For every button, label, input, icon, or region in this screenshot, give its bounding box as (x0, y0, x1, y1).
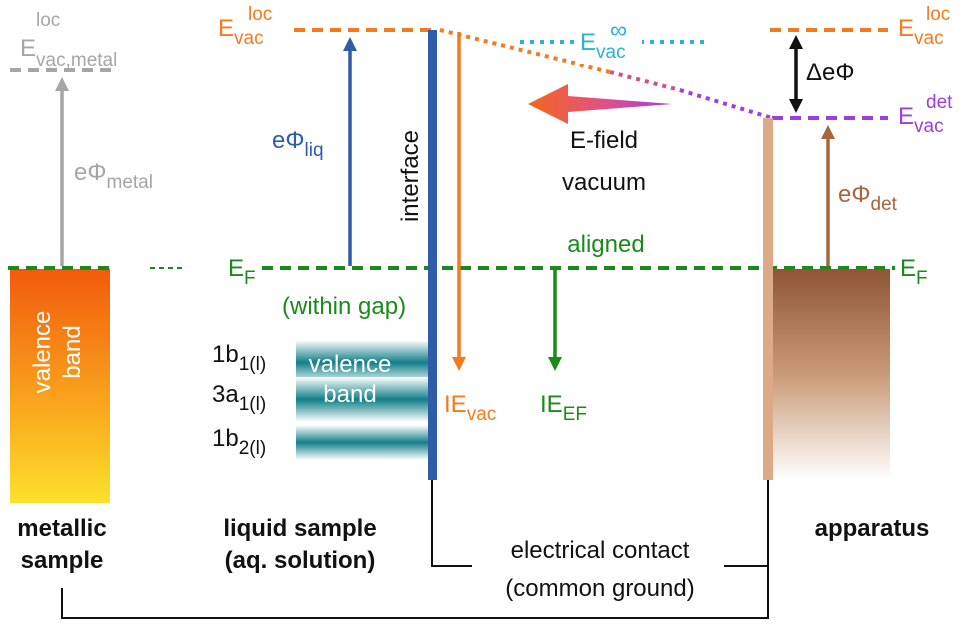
delta-phi-label: ΔeΦ (806, 59, 855, 86)
evac-infinity-label-bg (578, 24, 642, 64)
vacuum-label: vacuum (562, 169, 646, 196)
contact-label: electrical contact (511, 537, 690, 564)
ie-ef-label: IEEF (540, 391, 587, 425)
efield-label: E-field (570, 127, 638, 154)
apparatus-evac-label: Evac (898, 15, 944, 49)
liquid-caption: liquid sample (223, 515, 376, 542)
liquid-band-label-2: band (323, 381, 376, 408)
metal-valence-band (10, 269, 110, 503)
apparatus-valence-band (773, 269, 890, 480)
liquid-evac-sup: loc (248, 4, 272, 25)
contact-label-2: (common ground) (505, 575, 694, 602)
liquid-valence-band (296, 340, 432, 460)
vacuum-slope-orange (439, 28, 611, 74)
fermi-label-liquid: EF (228, 255, 256, 289)
evac-infinity-sup: ∞ (610, 17, 627, 44)
aligned-label: aligned (567, 231, 644, 258)
metal-caption-2: sample (21, 547, 104, 574)
within-gap-label: (within gap) (282, 293, 406, 320)
vacuum-slope-purple (679, 88, 773, 120)
ie-vac-label: IEvac (444, 391, 496, 425)
liquid-band-label: valence (309, 351, 392, 378)
metal-band-label-2: band (59, 325, 86, 378)
liquid-evac-label: Evac (218, 15, 264, 49)
fermi-label-apparatus: EF (900, 255, 928, 289)
evac-infinity-label: Evac (580, 29, 626, 63)
interface-label: interface (397, 130, 424, 222)
metal-phi-label: eΦmetal (74, 159, 153, 193)
contact-wire-liquid (431, 480, 472, 567)
detector-evac-label: Evac (898, 103, 944, 137)
contact-wire-apparatus (724, 480, 769, 567)
apparatus-surface-bar (763, 118, 773, 480)
metal-evac-sup: loc (36, 10, 60, 31)
detector-phi-label: eΦdet (838, 181, 898, 215)
liquid-phi-label: eΦliq (272, 127, 324, 161)
detector-evac-sup: det (926, 92, 953, 113)
orbital-1b1: 1b1(l) (212, 341, 266, 375)
metal-caption: metallic (17, 515, 106, 542)
apparatus-evac-sup: loc (926, 4, 950, 25)
contact-wire-metal (61, 566, 769, 619)
efield-arrow (528, 84, 672, 124)
vacuum-slope-pink (609, 70, 681, 92)
metal-band-label: valence (29, 311, 56, 394)
orbital-3a1: 3a1(l) (212, 381, 266, 415)
apparatus-caption: apparatus (815, 515, 930, 542)
metal-evac-label: Evac,metal (20, 35, 117, 71)
orbital-1b2: 1b2(l) (212, 425, 266, 459)
interface-bar (428, 30, 437, 480)
liquid-caption-2: (aq. solution) (225, 547, 376, 574)
